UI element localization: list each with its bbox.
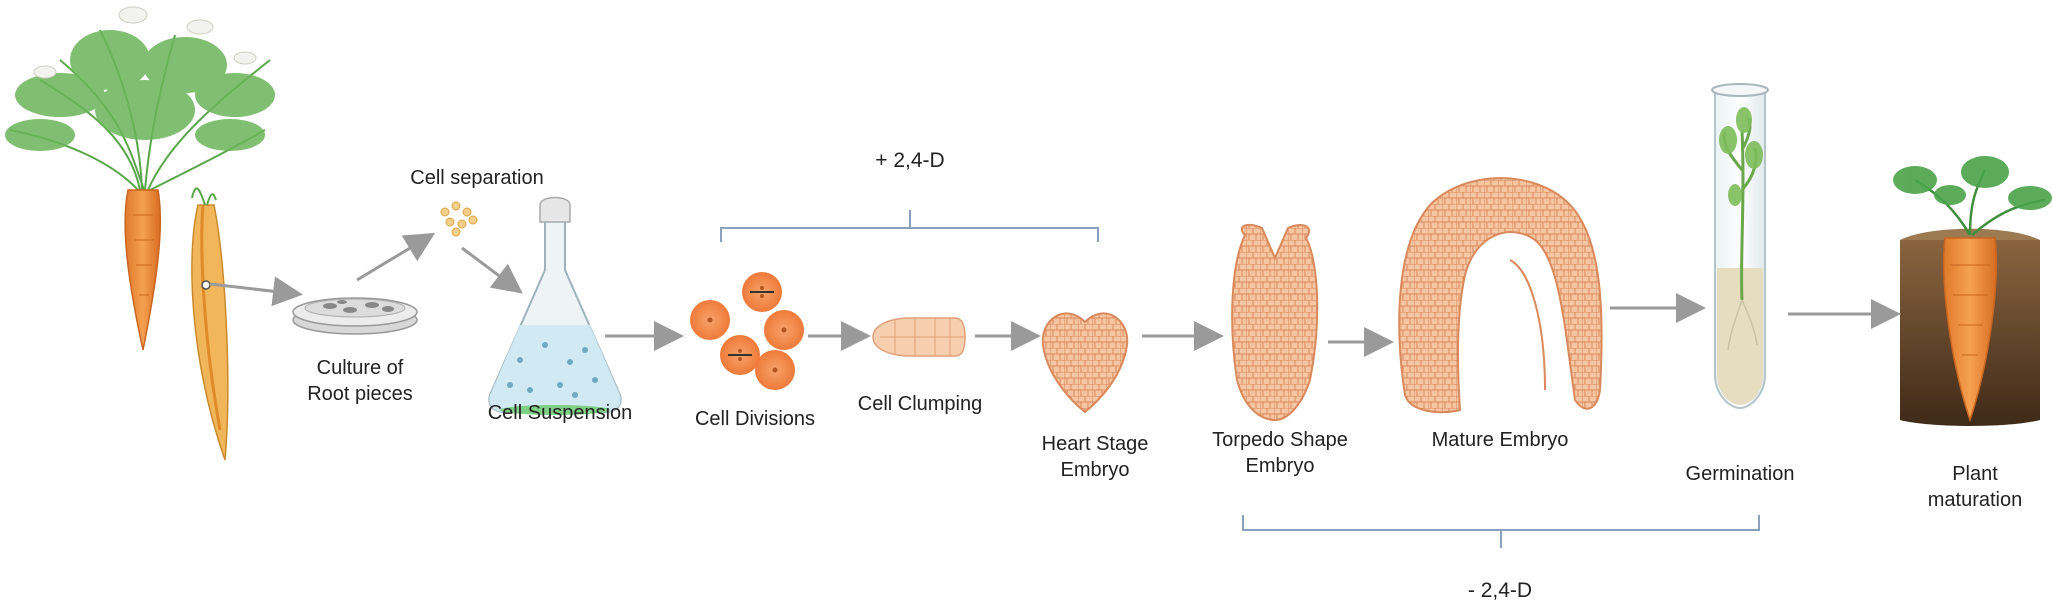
torpedo-embryo-icon (1231, 223, 1319, 422)
label-heart-stage-line2: Embryo (1060, 459, 1130, 481)
label-cell-separation: Cell separation (410, 167, 544, 189)
label-without-hormone: - 2,4-D (1467, 579, 1533, 602)
petri-dish-icon (292, 297, 418, 335)
label-mature-embryo: Mature Embryo (1431, 429, 1569, 451)
label-cell-suspension: Cell Suspension (487, 402, 633, 424)
dividing-cells-icon (690, 272, 804, 390)
label-torpedo: Torpedo Shape Embryo (1195, 427, 1365, 479)
label-plant-maturation: Plant maturation (1910, 461, 2040, 513)
label-with-hormone: + 2,4-D (875, 149, 945, 172)
label-germination: Germination (1685, 463, 1795, 485)
label-torpedo-line2: Embryo (1245, 455, 1315, 477)
label-plant-maturation-line1: Plant (1952, 463, 1998, 485)
test-tube-icon (1711, 83, 1769, 410)
label-torpedo-line1: Torpedo Shape (1212, 429, 1348, 451)
bracket-plus-hormone (720, 210, 1099, 242)
heart-embryo-icon (1041, 312, 1129, 414)
label-culture-root-line1: Culture of (316, 357, 404, 379)
mature-embryo-icon (1398, 177, 1603, 414)
label-heart-stage-line1: Heart Stage (1041, 433, 1149, 455)
mature-carrot-icon (1893, 156, 2052, 426)
label-culture-root-line2: Root pieces (307, 383, 413, 405)
label-cell-divisions: Cell Divisions (694, 408, 816, 430)
label-heart-stage: Heart Stage Embryo (1020, 431, 1170, 483)
label-cell-clumping: Cell Clumping (857, 393, 983, 415)
arrow-dish-to-separation (356, 232, 436, 282)
process-arrows (209, 232, 1901, 357)
separated-cells-icon (440, 201, 478, 237)
bracket-minus-hormone (1242, 515, 1760, 548)
label-plant-maturation-line2: maturation (1927, 489, 2023, 511)
arrow-separation-to-flask (461, 246, 523, 294)
label-culture-root: Culture of Root pieces (285, 355, 435, 407)
root-piece-icon (191, 187, 229, 461)
arrow-plant-to-dish (209, 276, 303, 307)
carrot-plant-icon (5, 6, 275, 351)
cell-clump-icon (872, 317, 966, 357)
flask-icon (488, 196, 622, 415)
